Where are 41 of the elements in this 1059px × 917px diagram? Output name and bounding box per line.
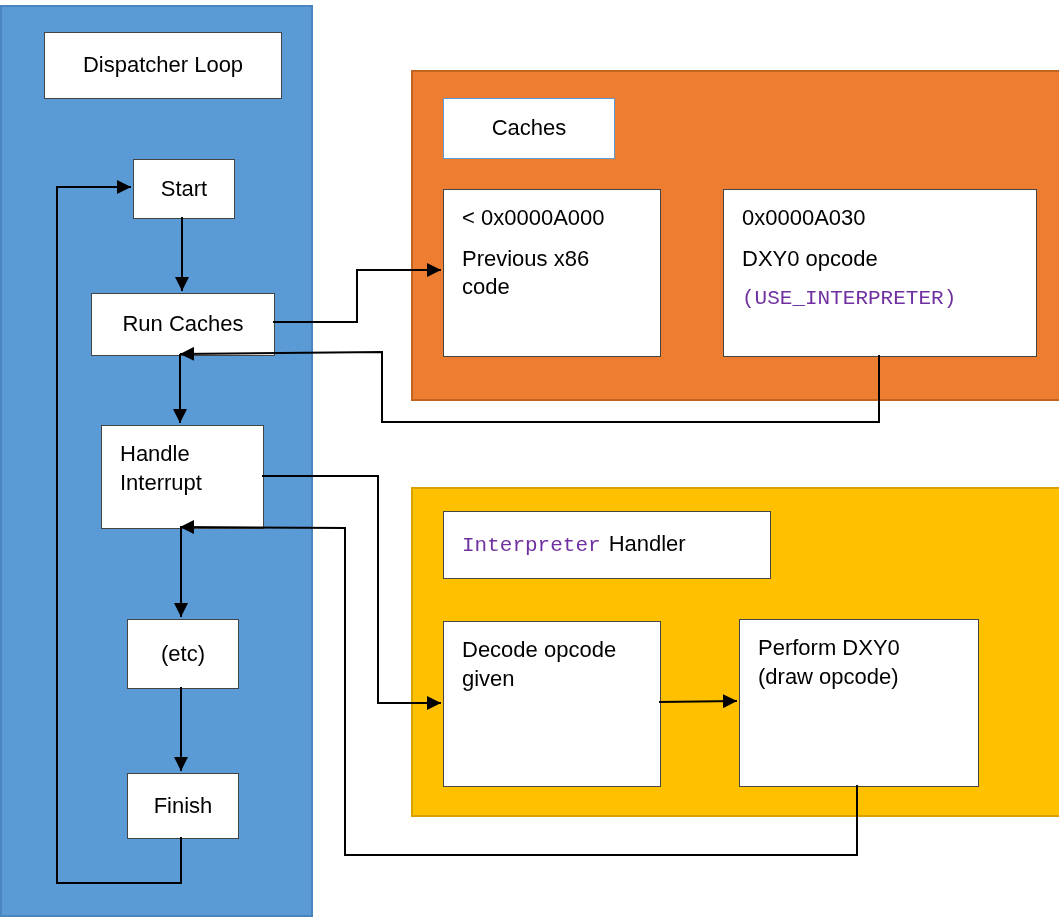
- node-label: Handler: [608, 531, 686, 557]
- node-label: (etc): [161, 639, 205, 668]
- node-label: Run Caches: [122, 310, 244, 339]
- code-label: Interpreter: [462, 534, 601, 558]
- node-label: Dispatcher Loop: [82, 51, 244, 80]
- node-label: Finish: [153, 791, 213, 820]
- arrow: [179, 520, 858, 856]
- process-box: [133, 159, 235, 219]
- title-box: [443, 98, 615, 159]
- arrow: [56, 180, 182, 884]
- node-label: < 0x0000A000: [462, 204, 606, 232]
- node-label: Start: [160, 174, 208, 203]
- arrow: [175, 216, 189, 292]
- arrow: [179, 346, 880, 423]
- group-panel: [411, 487, 1059, 817]
- arrow: [174, 686, 188, 772]
- node-label: DXY0 opcode: [742, 244, 879, 273]
- node-label: Perform DXY0 (draw opcode): [758, 634, 901, 691]
- arrow: [173, 353, 187, 424]
- group-panel: [411, 70, 1059, 401]
- code-label: (USE_INTERPRETER): [742, 286, 958, 313]
- process-box: [443, 189, 661, 357]
- node-label: Previous x86 code: [462, 244, 591, 302]
- node-label: Handle Interrupt: [120, 440, 203, 497]
- node-label: 0x0000A030: [742, 204, 867, 232]
- process-box: [127, 773, 239, 839]
- title-box: [44, 32, 282, 99]
- title-box: [443, 511, 771, 579]
- arrow: [272, 263, 442, 323]
- process-box: [723, 189, 1037, 357]
- process-box: [127, 619, 239, 689]
- arrow: [261, 475, 442, 710]
- process-box: [91, 293, 275, 356]
- process-box: [101, 425, 264, 529]
- group-panel: [0, 5, 313, 917]
- arrow: [658, 694, 738, 709]
- process-box: [443, 621, 661, 787]
- node-label: Decode opcode given: [462, 636, 618, 693]
- arrow: [174, 526, 188, 618]
- process-box: [739, 619, 979, 787]
- node-label: Caches: [491, 114, 567, 143]
